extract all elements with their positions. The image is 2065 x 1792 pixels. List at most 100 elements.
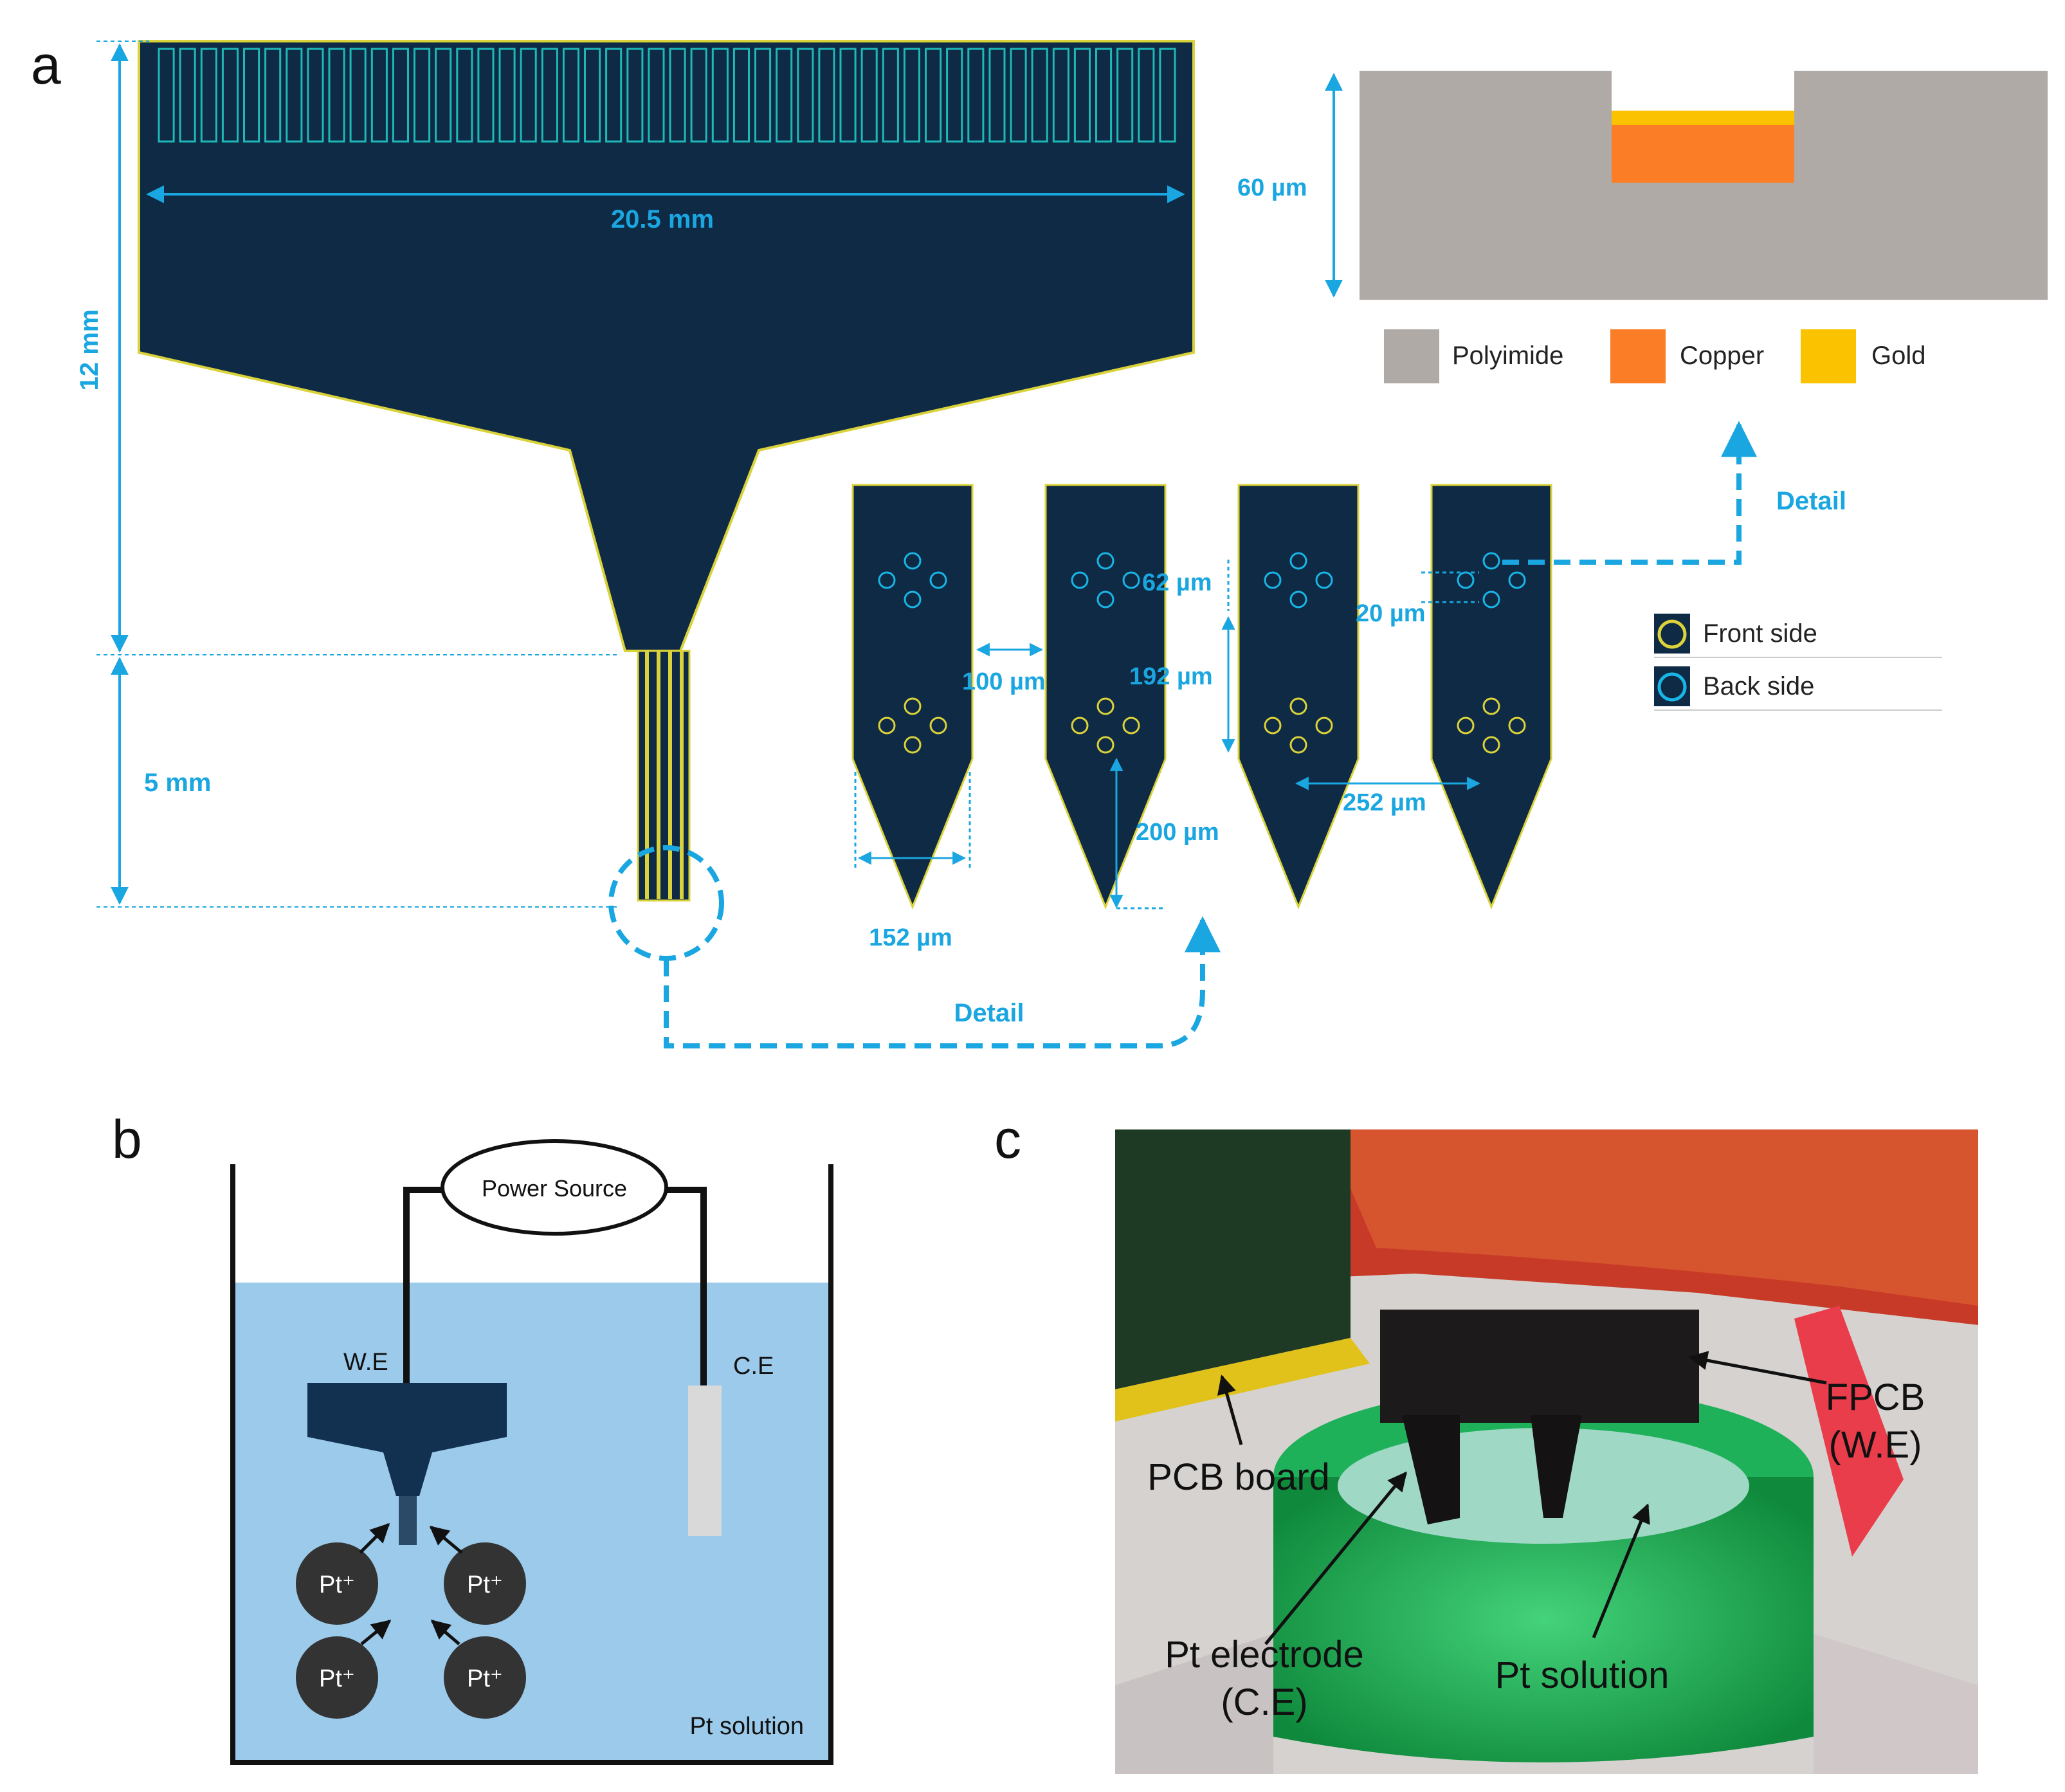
polyimide-swatch [1384,329,1439,383]
copper-layer [1612,125,1794,183]
electrode-site [1264,571,1282,589]
svg-text:Pt⁺: Pt⁺ [319,1665,355,1692]
contact-pad [648,48,665,143]
probe-shank [637,650,691,902]
panel-c: c PCB board FPCB (W.E) Pt electrode [994,1109,1978,1774]
contact-pad [584,48,601,143]
probe-tip [1044,484,1167,910]
contact-pad [520,48,537,143]
contact-pad [286,48,303,143]
panel-c-letter: c [994,1109,1021,1169]
electrode-site [878,717,896,735]
solution-label: Pt solution [690,1713,804,1740]
contact-pad [243,48,260,143]
gold-layer [1612,111,1794,125]
contact-pad [221,48,239,143]
electrode-site [1482,697,1500,715]
contact-pad [818,48,835,143]
contact-pad [1116,48,1134,143]
electrode-site [1096,552,1114,570]
contact-pad [200,48,217,143]
electrode-site [929,571,947,589]
pt-ion: Pt⁺ [444,1542,526,1625]
electrode-site [1071,717,1089,735]
polyimide-label: Polyimide [1452,342,1563,370]
gold-label: Gold [1871,342,1926,370]
contact-pad [946,48,963,143]
contact-pad [349,48,367,143]
probe-tips [851,484,1552,910]
pt-electrode-label: Pt electrode [1165,1634,1364,1676]
contact-pad [797,48,814,143]
contact-pad [562,48,580,143]
panel-a-letter: a [31,35,61,95]
copper-label: Copper [1680,342,1764,370]
contact-pad [967,48,985,143]
contact-pad [179,48,196,143]
beaker [230,1164,833,1765]
contact-pad [1138,48,1155,143]
contact-pad [414,48,431,143]
contact-pad [776,48,793,143]
contact-pad [328,48,345,143]
detail-label-lower: Detail [954,999,1024,1027]
side-legend: Front side Back side [1654,614,1942,711]
electrode-site [1508,717,1526,735]
ce-label: C.E [733,1353,774,1380]
probe-tip [851,484,974,910]
electrode-site [1122,571,1140,589]
probe-body [138,40,1195,652]
fpcb-label: FPCB [1826,1376,1925,1418]
back-side-swatch [1657,672,1687,702]
panel-b-letter: b [112,1109,142,1169]
dim-152-label: 152 µm [869,924,952,951]
working-electrode [307,1383,507,1496]
contact-pad [477,48,495,143]
contact-pad-array [158,48,1176,143]
we-label: W.E [343,1349,388,1376]
electrode-site [1482,736,1500,754]
electrode-site [878,571,896,589]
contact-pad [435,48,452,143]
contact-pad [669,48,686,143]
ce-wire [666,1187,707,1387]
probe-tip [1430,484,1552,910]
dim-192-label: 192 µm [1129,663,1213,690]
pt-ion: Pt⁺ [444,1636,526,1719]
electrode-site [1289,552,1307,570]
contact-pad [456,48,473,143]
cross-section [1360,71,2048,300]
contact-pad [860,48,878,143]
width-label: 20.5 mm [611,205,714,233]
panel-b: b Power Source W.E C.E Pt⁺ Pt⁺ Pt⁺ Pt [112,1109,833,1765]
contact-pad [690,48,707,143]
contact-pad [903,48,921,143]
contact-pad [1010,48,1027,143]
electrode-site [1457,717,1475,735]
back-side-label: Back side [1703,672,1814,700]
electrode-site [904,697,922,715]
probe-tip [1237,484,1360,910]
contact-pad [839,48,857,143]
electrode-site [1289,590,1307,608]
electrode-site [1122,717,1140,735]
contact-pad [626,48,644,143]
contact-pad [498,48,516,143]
contact-pad [732,48,750,143]
contact-pad [1095,48,1113,143]
contact-pad [1073,48,1091,143]
contact-pad [1031,48,1048,143]
contact-pad [158,48,175,143]
power-source-label: Power Source [482,1175,627,1202]
electrode-site [1289,736,1307,754]
pcb-board-label: PCB board [1147,1456,1330,1498]
electrode-site [1096,736,1114,754]
contact-pad [370,48,388,143]
electrode-site [1096,590,1114,608]
dim-200-label: 200 µm [1136,819,1219,846]
dim-20-label: 20 µm [1356,600,1426,627]
photo-annotation-arrows [1217,1351,1827,1645]
material-legend: Polyimide Copper Gold [1384,329,1926,383]
electrode-site [1264,717,1282,735]
